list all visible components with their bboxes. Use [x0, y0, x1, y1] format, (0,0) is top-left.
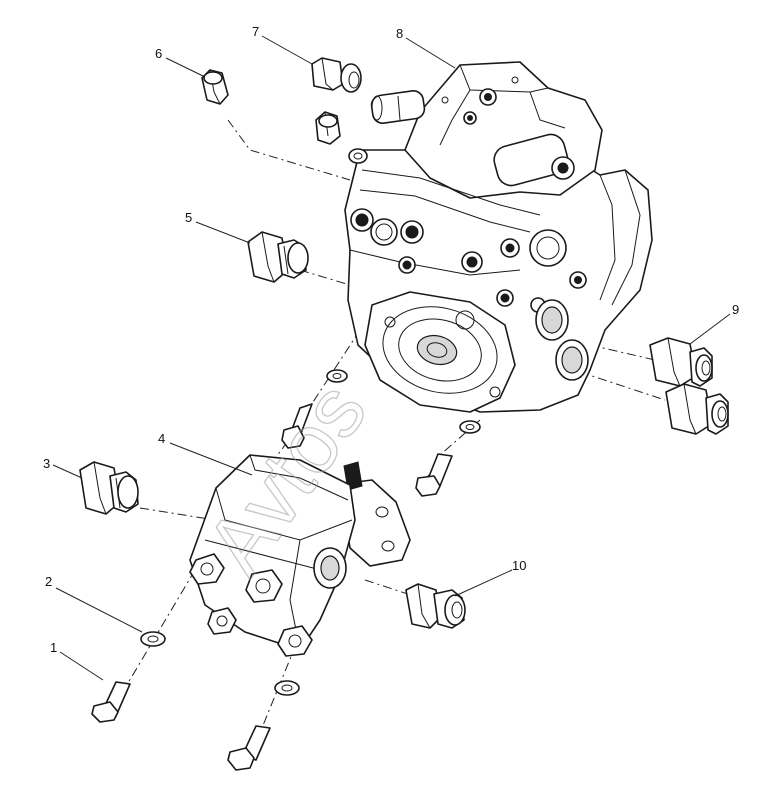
callout-10: 10: [512, 558, 526, 573]
washer-part-2: [140, 631, 166, 647]
gear-pump-part-4: [189, 454, 411, 657]
solenoid-right: [493, 133, 575, 187]
washer-right: [459, 420, 481, 434]
callout-leaders: [52, 35, 731, 681]
callout-6: 6: [155, 46, 162, 61]
callout-5: 5: [185, 210, 192, 225]
callout-4: 4: [158, 431, 165, 446]
fitting-part-5: [247, 231, 309, 283]
fitting-part-9: [649, 337, 729, 435]
callout-7: 7: [252, 24, 259, 39]
bolt-upper-right: [415, 453, 453, 497]
washer-upper: [326, 369, 348, 383]
main-pump-part-8: [344, 61, 653, 413]
callout-1: 1: [50, 640, 57, 655]
small-plug-extra: [315, 111, 341, 145]
callout-9: 9: [732, 302, 739, 317]
fitting-part-6: [201, 69, 229, 105]
callout-labels: 1 2 3 4 5 6 7 8 9 10: [43, 24, 739, 655]
washer-lower: [274, 680, 300, 696]
fitting-part-10: [405, 583, 466, 629]
callout-2: 2: [45, 574, 52, 589]
fitting-part-3: [79, 461, 139, 515]
plug-part-7: [311, 57, 362, 93]
bolt-lower: [227, 725, 271, 771]
callout-8: 8: [396, 26, 403, 41]
solenoid-left: [370, 90, 426, 124]
bolt-upper-left: [281, 403, 313, 449]
callout-3: 3: [43, 456, 50, 471]
bolt-part-1: [91, 681, 131, 723]
